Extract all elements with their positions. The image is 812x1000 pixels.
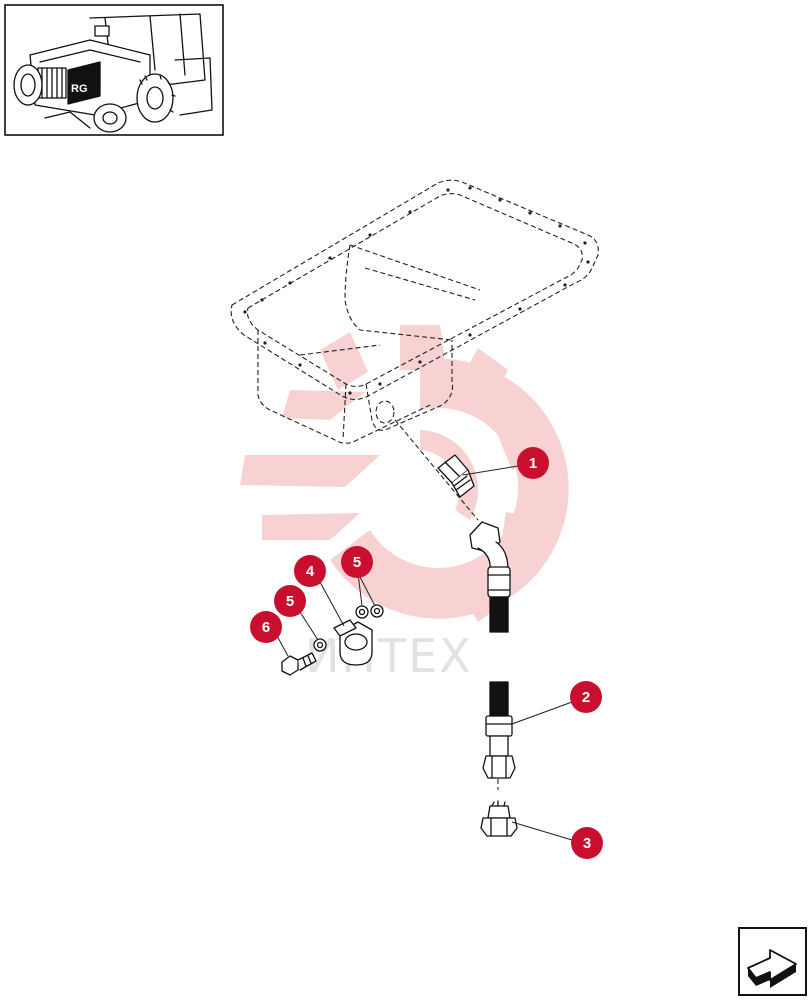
watermark-text: ИНТЕХ xyxy=(305,629,473,683)
callout-2-label: 2 xyxy=(582,689,590,706)
callout-5b[interactable]: 5 xyxy=(274,585,306,617)
callout-1[interactable]: 1 xyxy=(517,447,549,479)
callout-5b-label: 5 xyxy=(286,593,294,610)
grader-machine-thumbnail-icon: RG xyxy=(13,13,213,133)
callout-1-label: 1 xyxy=(529,455,537,472)
hose-part-2 xyxy=(469,521,516,779)
callout-2[interactable]: 2 xyxy=(570,681,602,713)
adapter-fitting-part-1 xyxy=(437,454,475,498)
oil-pan-outline xyxy=(230,179,599,444)
callout-4-label: 4 xyxy=(306,563,315,580)
svg-text:RG: RG xyxy=(71,83,88,95)
callout-5a[interactable]: 5 xyxy=(341,546,373,578)
washer-part-5b xyxy=(313,638,327,652)
callout-6[interactable]: 6 xyxy=(250,611,282,643)
callout-3-label: 3 xyxy=(583,835,591,852)
callout-5a-label: 5 xyxy=(353,554,361,571)
bolt-part-6 xyxy=(281,652,317,676)
next-page-arrow-icon[interactable] xyxy=(738,927,807,996)
thumbnail-frame: RG xyxy=(4,4,224,136)
clamp-part-4 xyxy=(333,619,373,666)
watermark: ИНТЕХ xyxy=(240,325,569,683)
leader-lines xyxy=(275,465,573,841)
callout-3[interactable]: 3 xyxy=(571,827,603,859)
callout-4[interactable]: 4 xyxy=(294,555,326,587)
callout-6-label: 6 xyxy=(262,619,270,636)
plug-part-3 xyxy=(480,800,518,837)
watermark-gear-icon xyxy=(240,325,569,622)
washer-part-5a xyxy=(355,604,384,619)
